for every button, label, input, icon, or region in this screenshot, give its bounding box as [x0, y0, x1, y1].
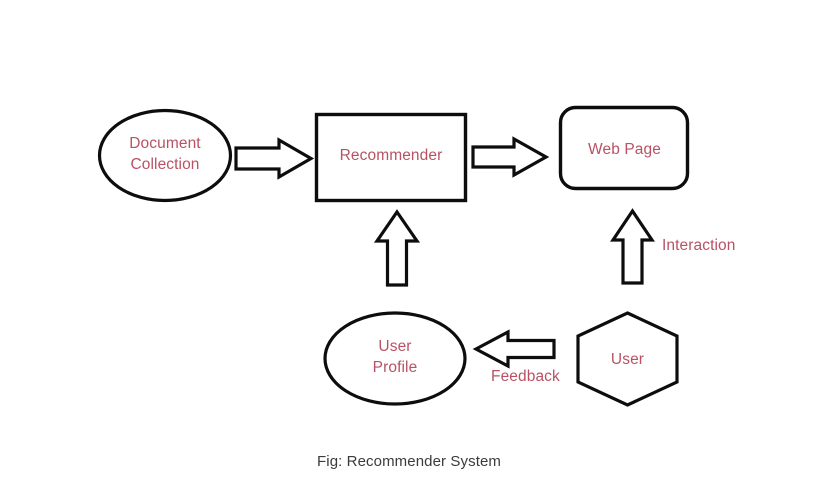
shape-recommender[interactable]: [314, 112, 468, 203]
arrow-user-to-userprofile[interactable]: [472, 329, 556, 369]
arrow-docs-to-recommender[interactable]: [234, 137, 315, 180]
shape-web-page[interactable]: [558, 105, 690, 191]
shape-user-profile[interactable]: [323, 311, 467, 406]
label-document-collection: Document Collection: [129, 135, 201, 174]
figure-caption: Fig: Recommender System: [317, 453, 502, 470]
arrow-recommender-to-webpage[interactable]: [471, 136, 550, 178]
shape-document-collection[interactable]: [97, 108, 233, 203]
label-web-page: Web Page: [588, 141, 661, 158]
edge-label-feedback: Feedback: [491, 368, 560, 385]
label-user: User: [610, 351, 645, 368]
shape-user[interactable]: [576, 311, 679, 407]
label-user-profile: User Profile: [372, 338, 418, 377]
label-recommender: Recommender: [339, 147, 443, 164]
arrow-user-to-webpage[interactable]: [609, 208, 656, 285]
arrow-userprofile-to-recommender[interactable]: [373, 209, 421, 287]
edge-label-interaction: Interaction: [662, 237, 736, 254]
